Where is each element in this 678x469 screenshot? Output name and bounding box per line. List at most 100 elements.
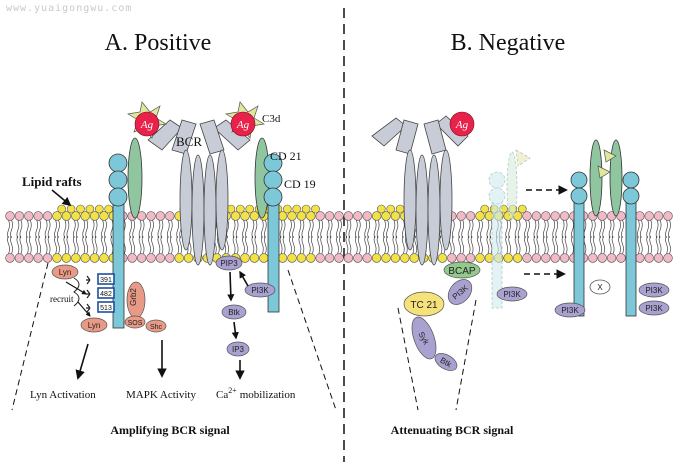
lipid-tail	[618, 235, 624, 255]
antigen-b	[449, 111, 475, 137]
lipid-tail	[232, 219, 239, 239]
cd19-domain	[263, 170, 283, 190]
lipid-tail	[166, 235, 173, 255]
lipid-head	[386, 204, 396, 214]
lipid-tail	[486, 219, 493, 239]
lipid-head	[287, 253, 297, 263]
lipid-head	[71, 211, 81, 221]
lipid-head	[550, 211, 560, 221]
lipid-tail	[54, 235, 60, 255]
lipid-tail	[326, 235, 333, 255]
lipid-tail	[383, 235, 389, 255]
lipid-head	[282, 204, 292, 214]
lipid-head	[292, 204, 302, 214]
lipid-tail	[561, 219, 568, 239]
lipid-tail	[289, 219, 295, 239]
lipid-head	[240, 253, 250, 263]
lipid-head	[663, 253, 673, 263]
lipid-head	[52, 211, 62, 221]
lipid-tail	[63, 235, 70, 255]
lipid-head	[127, 253, 137, 263]
lipid-tail	[589, 235, 596, 255]
lipid-head	[277, 253, 288, 263]
svg-text:513: 513	[100, 305, 112, 312]
lipid-tail	[251, 235, 258, 255]
lyn-top	[51, 264, 79, 280]
lipid-tail	[383, 219, 389, 239]
lipid-tail	[364, 219, 371, 239]
signal-arrows-a	[65, 270, 249, 380]
lipid-tail	[646, 219, 653, 239]
lipid-tail	[618, 219, 624, 239]
lipid-tail	[138, 235, 145, 255]
lipid-tail	[533, 235, 540, 255]
lipid-head	[42, 211, 53, 221]
bcr-label: BCR	[176, 134, 202, 149]
bcr-complex-b	[371, 115, 469, 266]
lipid-tail	[35, 219, 42, 239]
pi3k-b-a	[447, 279, 473, 305]
lipid-tail	[665, 235, 671, 255]
lipid-tail	[505, 219, 512, 239]
antigen-b-label: Ag	[455, 119, 469, 131]
lipid-head	[33, 253, 43, 263]
lipid-head	[522, 253, 532, 263]
lipid-tail	[655, 219, 662, 239]
lipid-head	[95, 204, 104, 214]
translocation-arrows	[524, 185, 568, 279]
lipid-bilayer	[5, 204, 673, 263]
phospho-tyrosines	[73, 275, 91, 313]
lipid-head	[89, 211, 100, 221]
lipid-head	[465, 211, 476, 221]
lipid-head	[42, 253, 53, 263]
lipid-tail	[25, 219, 32, 239]
lipid-head	[296, 211, 307, 221]
lipid-head	[306, 253, 316, 263]
lipid-tail	[458, 219, 465, 239]
lipid-head	[99, 253, 109, 263]
lipid-head	[33, 211, 43, 221]
lipid-head	[522, 211, 532, 221]
lipid-tail	[373, 219, 380, 239]
lipid-head	[456, 211, 466, 221]
lipid-head	[136, 253, 147, 263]
lipid-tail	[166, 219, 173, 239]
lipid-tail	[82, 219, 89, 239]
lipid-tail	[599, 219, 606, 239]
lipid-tail	[157, 235, 164, 255]
lipid-head	[353, 253, 363, 263]
lipid-head	[245, 204, 254, 214]
lipid-head	[517, 204, 527, 214]
pi3k-panel-a	[244, 282, 276, 298]
lipid-head	[376, 204, 386, 214]
lipid-head	[324, 211, 335, 221]
lyn-bottom-label: Lyn	[88, 321, 101, 330]
recruit-label: recruit	[50, 294, 74, 304]
lipid-head	[653, 211, 664, 221]
lipid-head	[183, 253, 194, 263]
lipid-head	[287, 211, 297, 221]
pi3k-b-c	[554, 302, 586, 318]
lipid-head	[541, 253, 551, 263]
lipid-head	[315, 253, 325, 263]
lipid-tail	[54, 219, 60, 239]
lipid-tail	[289, 235, 295, 255]
lipid-head	[155, 253, 166, 263]
inhibitor-x	[589, 279, 611, 295]
lipid-head	[541, 211, 551, 221]
lipid-tail	[44, 235, 51, 255]
lipid-tail	[251, 219, 258, 239]
lipid-tail	[25, 235, 32, 255]
lipid-tail	[486, 235, 493, 255]
lipid-tail	[148, 219, 154, 239]
lipid-head	[174, 253, 184, 263]
lipid-head	[71, 253, 81, 263]
lipid-tail	[44, 219, 51, 239]
lipid-tail	[91, 235, 98, 255]
lipid-tail	[392, 235, 399, 255]
pi3k-b-e-label: PI3K	[645, 304, 663, 313]
lipid-head	[146, 253, 156, 263]
lipid-head	[531, 211, 542, 221]
